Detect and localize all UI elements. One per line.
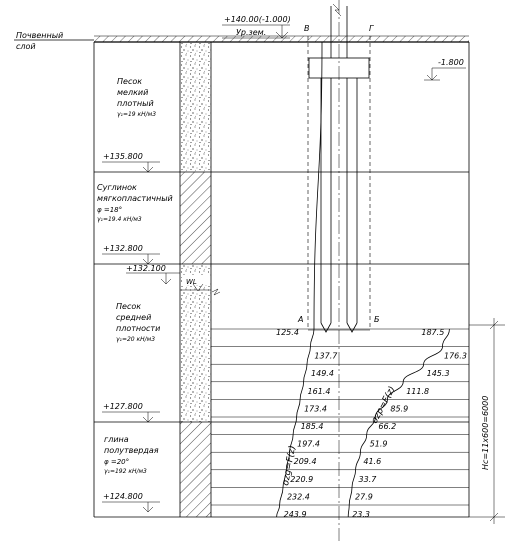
sigma-zg-value: 185.4	[301, 422, 324, 431]
pile-foundation	[307, 0, 371, 541]
sigma-zp-value: 111.8	[406, 387, 429, 396]
layer-3-name: плотности	[116, 324, 160, 333]
layer-2-props: γ₁=19.4 кН/м3	[97, 216, 142, 223]
sigma-zg-value: 232.4	[287, 492, 310, 501]
ground-level-mark	[222, 24, 290, 39]
sigma-zp-value: 27.9	[355, 492, 373, 501]
layer-1-name: плотный	[117, 99, 154, 108]
sigma-zp-value: 176.3	[444, 352, 467, 361]
layer-4-props: γ₁=192 кН/м3	[104, 468, 147, 475]
elevation-marks	[102, 161, 180, 513]
depth-dimension	[469, 318, 505, 524]
layer-4-name: полутвердая	[104, 446, 159, 455]
sigma-zp-value: 33.7	[359, 475, 378, 484]
sigma-zp-curve	[347, 328, 450, 518]
layer-1-name: Песок	[117, 77, 142, 86]
layer-3-name: Песок	[116, 302, 141, 311]
elevation-label: +135.800	[103, 152, 143, 161]
sigma-zg-values: 125.4 137.7 149.4 161.4 173.4 185.4 197.4 209.4…	[276, 328, 338, 519]
section-frame	[93, 42, 470, 518]
elevation-label: +124.800	[103, 492, 143, 501]
footing-level-label: -1.800	[438, 58, 464, 67]
elevation-label: +132.100	[126, 264, 166, 273]
layer-4-props: φ =20°	[104, 458, 129, 466]
stress-grid	[211, 328, 469, 506]
sigma-zp-value: 187.5	[421, 328, 444, 337]
borehole-column	[179, 42, 212, 517]
elevation-label: +132.800	[103, 244, 143, 253]
sigma-zg-curve	[276, 41, 323, 518]
layer-2-props: φ =18°	[97, 206, 122, 214]
sigma-zg-value: 173.4	[304, 404, 327, 413]
layer-1-name: мелкий	[117, 88, 148, 97]
layer-3-name: средней	[116, 313, 151, 322]
layer-2-name: Суглинок	[97, 183, 137, 192]
layer-1-props: γ₁=19 кН/м3	[117, 111, 156, 118]
sigma-zg-value: 137.7	[314, 352, 338, 361]
ground-level-sub: Ур.зем.	[236, 28, 266, 37]
sigma-zp-values: 187.5 176.3 145.3 111.8 85.9 66.2 51.9 41.6 33.7…	[352, 328, 467, 519]
sigma-zg-value: 220.9	[290, 475, 313, 484]
sigma-zp-value: 145.3	[427, 369, 450, 378]
water-table	[180, 275, 221, 296]
axis-label-left: В	[304, 24, 310, 33]
ground-level-label: +140.00(-1.000)	[224, 15, 291, 24]
sigma-zg-value: 149.4	[311, 369, 334, 378]
topsoil-label: слой	[16, 42, 36, 51]
sigma-zp-value: 51.9	[370, 440, 388, 449]
sigma-zg-value: 125.4	[276, 328, 299, 337]
pile-label-left: А	[297, 315, 303, 324]
sigma-zp-value: 23.3	[352, 510, 370, 519]
layer-4-name: глина	[104, 435, 129, 444]
layer-3-props: γ₁=20 кН/м3	[116, 336, 155, 343]
ground-surface	[14, 35, 469, 43]
sigma-zg-value: 161.4	[308, 387, 331, 396]
sigma-zg-value: 209.4	[294, 457, 317, 466]
sigma-zp-value: 41.6	[363, 457, 381, 466]
pile-label-right: Б	[374, 315, 380, 324]
depth-label: Hc=11x600=6000	[481, 396, 490, 470]
axis-label-right: Г	[369, 24, 374, 33]
layer-2-name: мягкопластичный	[97, 194, 173, 203]
sigma-zp-value: 66.2	[378, 422, 396, 431]
sigma-zg-value: 197.4	[297, 440, 320, 449]
water-label: WL	[186, 278, 197, 286]
sigma-zg-value: 243.9	[284, 510, 307, 519]
topsoil-label: Почвенный	[16, 31, 63, 40]
footing-level-mark	[424, 67, 466, 81]
elevation-label: +127.800	[103, 402, 143, 411]
sigma-zp-value: 85.9	[390, 404, 408, 413]
